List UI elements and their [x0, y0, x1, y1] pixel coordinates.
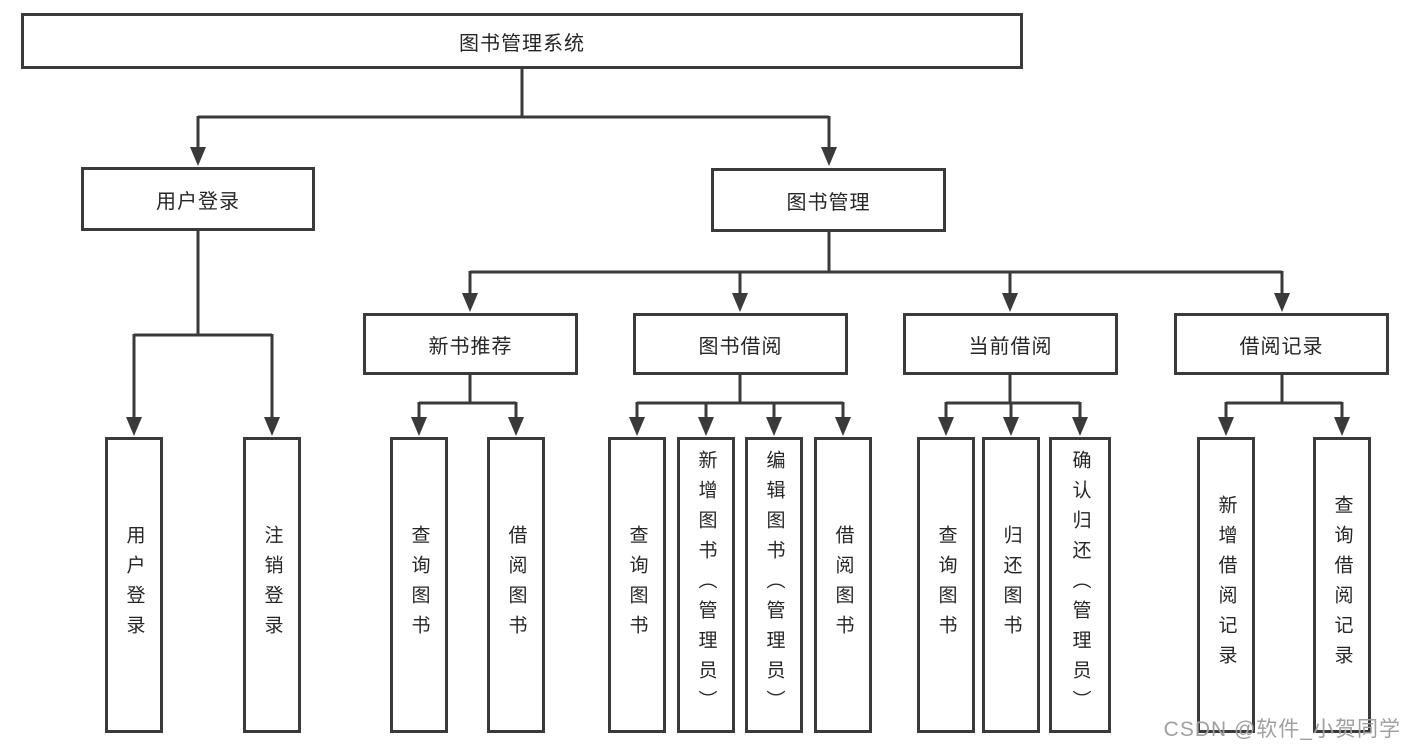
- leaf-query-books-2-label: 查询图书: [626, 525, 648, 645]
- leaf-query-borrow-record: 查询借阅记录: [1313, 437, 1371, 733]
- leaf-borrow-books-1: 借阅图书: [487, 437, 545, 733]
- leaf-add-books-admin-label: 新增图书（管理员）: [695, 450, 717, 720]
- leaf-borrow-books-2-label: 借阅图书: [832, 525, 854, 645]
- leaf-borrow-books-2: 借阅图书: [814, 437, 872, 733]
- node-book-management-label: 图书管理: [786, 191, 871, 214]
- leaf-logout-label: 注销登录: [261, 525, 283, 645]
- node-new-book-recommend: 新书推荐: [363, 313, 578, 375]
- node-root-label: 图书管理系统: [459, 32, 585, 55]
- leaf-query-books-2: 查询图书: [608, 437, 666, 733]
- leaf-user-login-label: 用户登录: [123, 525, 145, 645]
- node-user-login-branch: 用户登录: [81, 167, 315, 231]
- csdn-watermark: CSDN @软件_小贺同学: [1163, 718, 1401, 741]
- leaf-query-books-3: 查询图书: [917, 437, 975, 733]
- leaf-edit-books-admin: 编辑图书（管理员）: [745, 437, 803, 733]
- leaf-query-books-3-label: 查询图书: [935, 525, 957, 645]
- node-new-book-recommend-label: 新书推荐: [428, 335, 513, 358]
- leaf-add-borrow-record-label: 新增借阅记录: [1215, 495, 1237, 675]
- node-root-system: 图书管理系统: [21, 13, 1023, 69]
- node-borrow-record-label: 借阅记录: [1239, 335, 1324, 358]
- leaf-query-borrow-record-label: 查询借阅记录: [1331, 495, 1353, 675]
- leaf-user-login: 用户登录: [105, 437, 163, 733]
- leaf-edit-books-admin-label: 编辑图书（管理员）: [763, 450, 785, 720]
- leaf-query-books-1-label: 查询图书: [408, 525, 430, 645]
- leaf-query-books-1: 查询图书: [390, 437, 448, 733]
- leaf-logout: 注销登录: [243, 437, 301, 733]
- leaf-return-books: 归还图书: [982, 437, 1040, 733]
- node-book-management-branch: 图书管理: [711, 168, 946, 232]
- node-current-borrow: 当前借阅: [903, 313, 1118, 375]
- node-book-borrow: 图书借阅: [633, 313, 848, 375]
- leaf-return-books-label: 归还图书: [1000, 525, 1022, 645]
- node-book-borrow-label: 图书借阅: [698, 335, 783, 358]
- leaf-confirm-return-admin-label: 确认归还（管理员）: [1069, 450, 1091, 720]
- leaf-add-borrow-record: 新增借阅记录: [1197, 437, 1255, 733]
- leaf-confirm-return-admin: 确认归还（管理员）: [1049, 437, 1111, 733]
- node-borrow-record: 借阅记录: [1174, 313, 1389, 375]
- leaf-borrow-books-1-label: 借阅图书: [505, 525, 527, 645]
- node-current-borrow-label: 当前借阅: [968, 335, 1053, 358]
- leaf-add-books-admin: 新增图书（管理员）: [677, 437, 735, 733]
- node-user-login-label: 用户登录: [156, 190, 240, 213]
